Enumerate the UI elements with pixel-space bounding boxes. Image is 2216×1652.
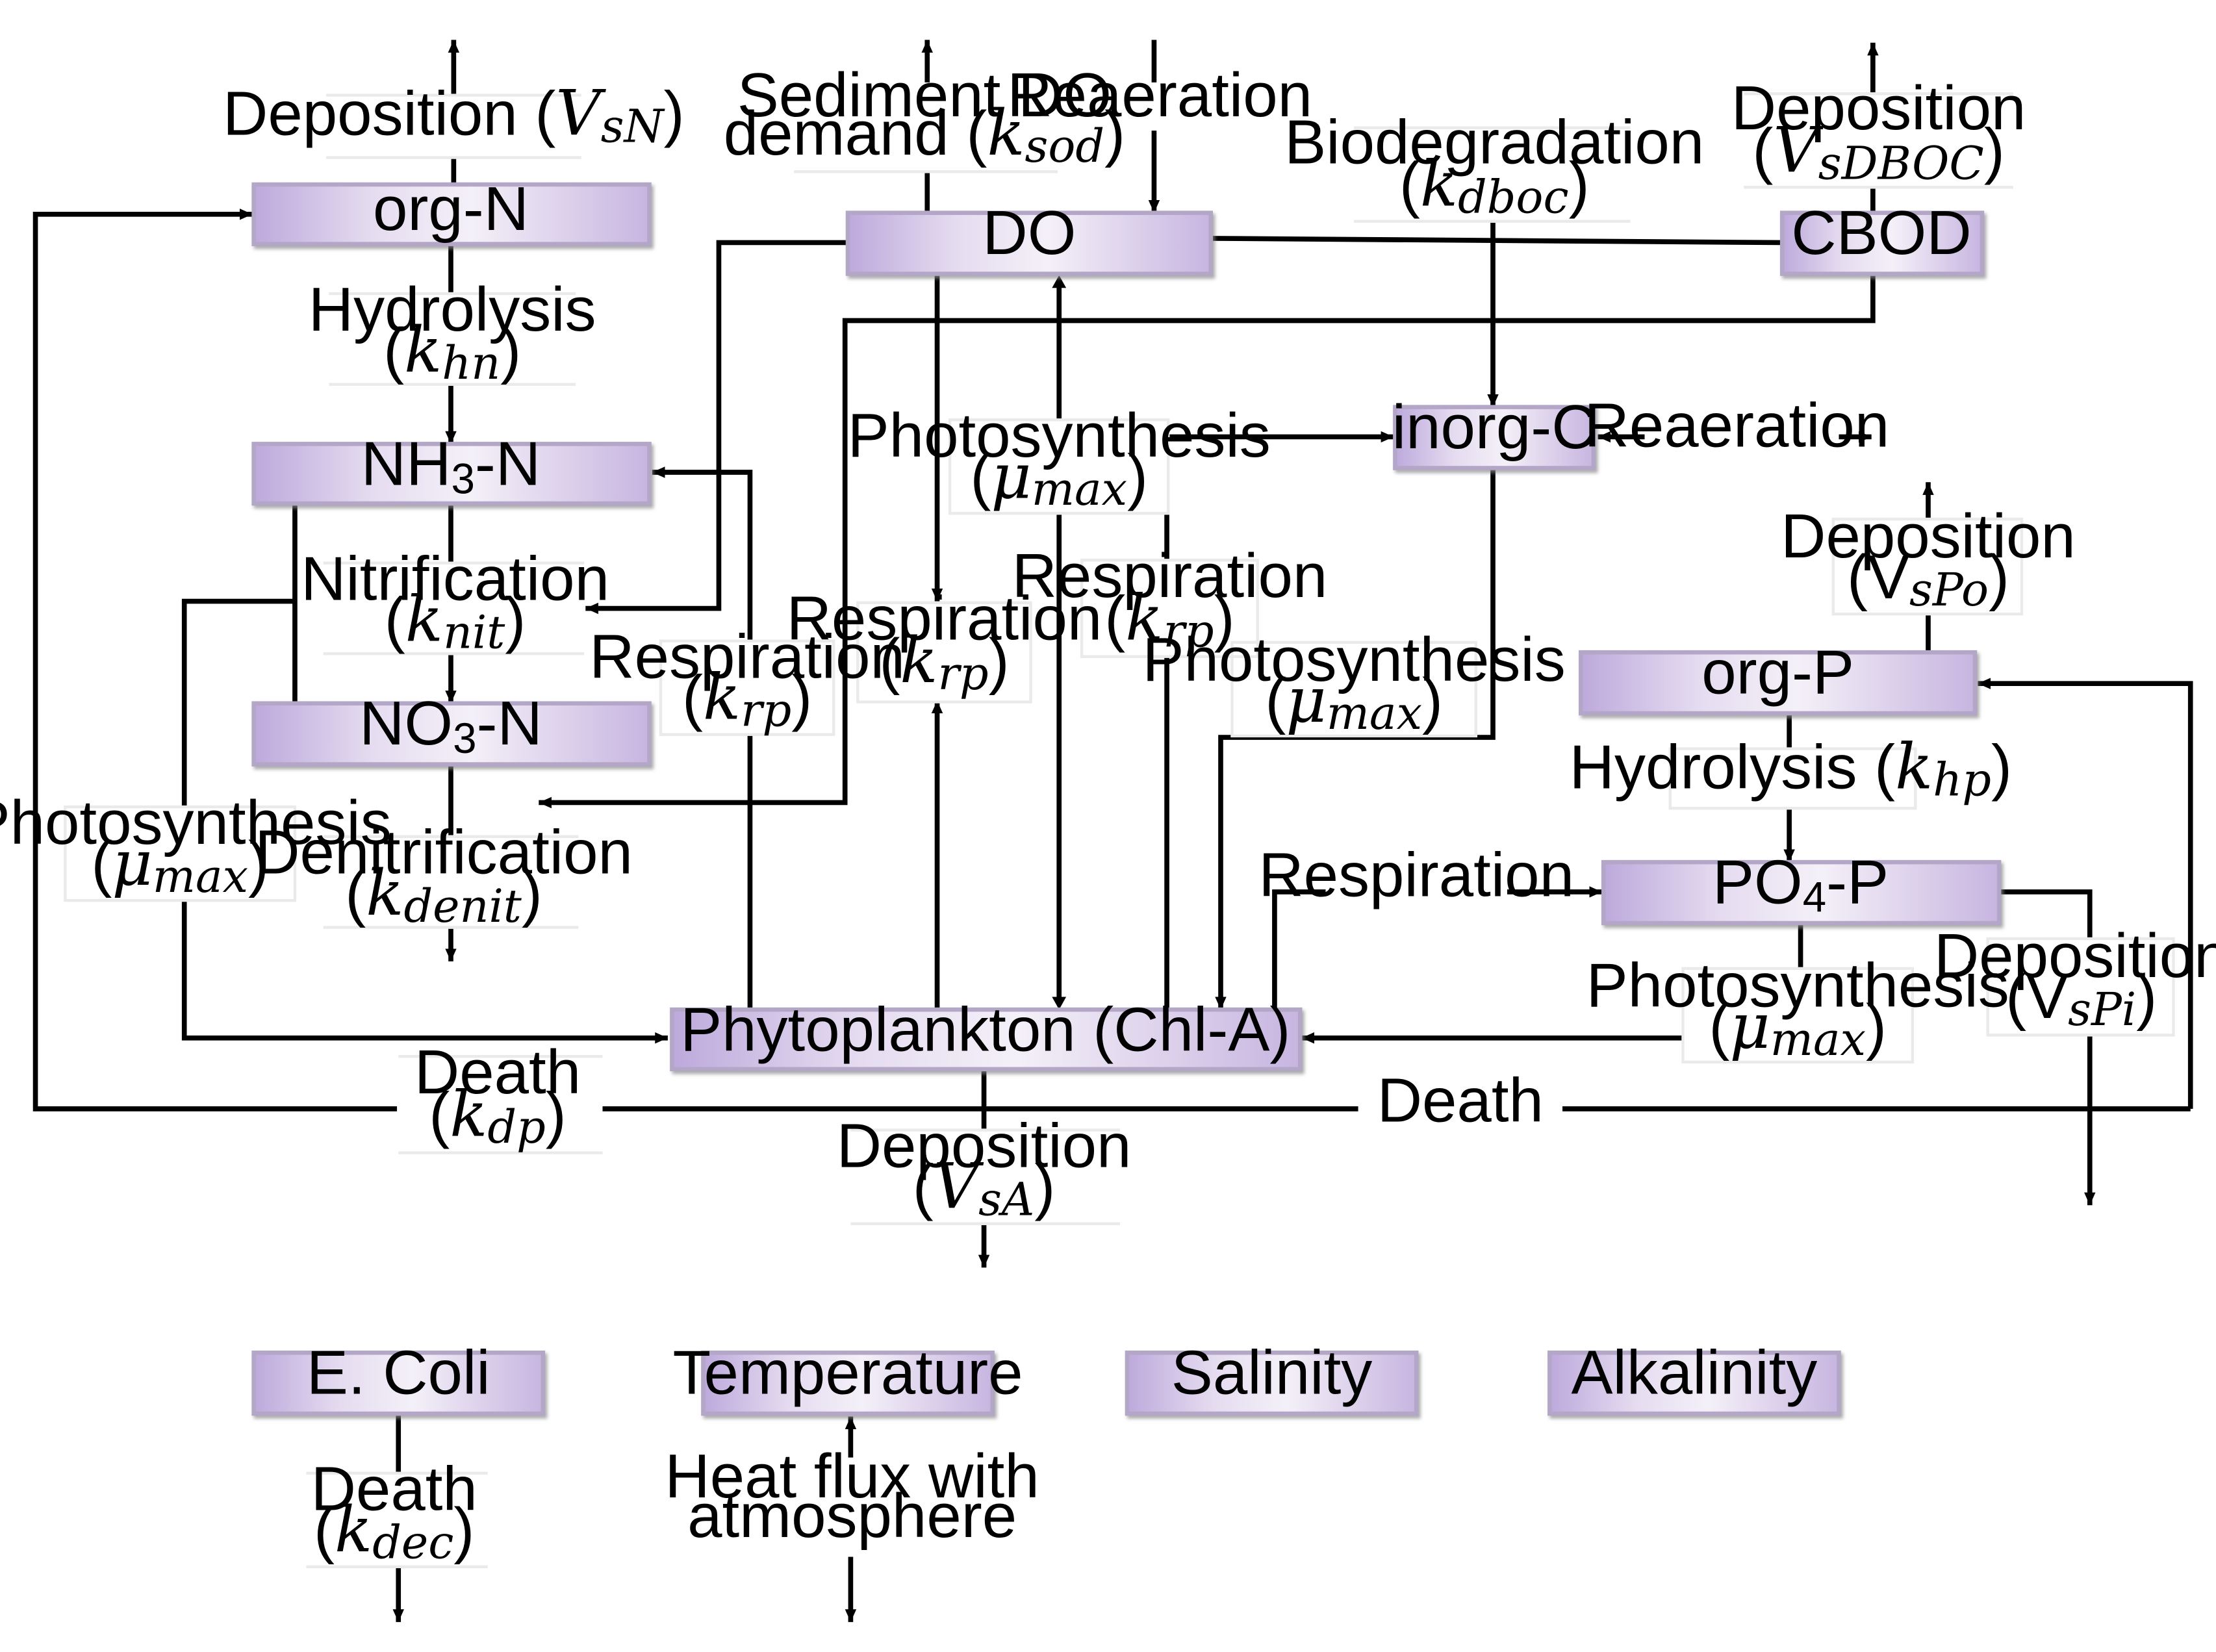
label-respiration-po4: Respiration — [1258, 841, 1574, 910]
label-heat-flux: Heat flux with — [665, 1442, 1039, 1511]
node-org-n-label: org-N — [373, 174, 529, 244]
label-backgrounds — [65, 82, 2174, 1568]
label-separators — [64, 92, 2175, 1568]
label-hydrolysis: Hydrolysis — [309, 275, 596, 344]
label-photosynthesis-po4: Photosynthesis — [1586, 951, 2009, 1021]
label-death-ecoli: Death — [311, 1454, 478, 1523]
node-inorg-c-label: inorg-C — [1392, 392, 1597, 462]
label-nitrification: Nitrification — [301, 544, 609, 613]
label-atmosphere: atmosphere — [687, 1481, 1017, 1551]
node-po4-p — [1601, 859, 2002, 926]
label-reaeration-do: Reaeration — [1007, 60, 1312, 130]
node-nh3-n — [251, 442, 652, 506]
label-death-right: Death — [1377, 1066, 1544, 1136]
node-do — [845, 210, 1213, 276]
label-respiration-center: Respiration — [787, 584, 1102, 654]
node-do-label: DO — [982, 198, 1076, 268]
node-no3-n — [251, 701, 652, 767]
node-salinity — [1125, 1350, 1419, 1416]
label-reaeration-inorg-c: Reaeration — [1585, 391, 1890, 461]
node-phytoplankton-label: Phytoplankton (Chl-A) — [680, 995, 1290, 1064]
node-org-p-label: org-P — [1701, 637, 1854, 707]
node-e-coli — [251, 1350, 546, 1416]
node-alkalinity-label: Alkalinity — [1571, 1338, 1817, 1408]
label-photosynthesis-left: Photosynthesis — [0, 788, 392, 858]
label-photosynthesis-inorg-c: Photosynthesis — [1143, 625, 1566, 694]
node-temperature-label: Temperature — [673, 1338, 1023, 1408]
node-cbod-label: CBOD — [1791, 198, 1971, 268]
label-deposition-org-p: Deposition — [1781, 502, 2076, 571]
node-cbod — [1779, 210, 1985, 276]
node-org-n — [251, 182, 652, 246]
node-org-p — [1579, 650, 1978, 716]
label-respiration-nh3: Respiration — [589, 622, 905, 691]
label-deposition-phyto: Deposition — [837, 1111, 1132, 1180]
label-death-phyto: Death — [414, 1037, 581, 1107]
node-e-coli-label: E. Coli — [307, 1338, 490, 1408]
label-photosynthesis-do: Photosynthesis — [848, 401, 1271, 470]
label-deposition-cbod: Deposition — [1731, 73, 2026, 143]
label-deposition-po4: Deposition — [1934, 921, 2216, 991]
node-salinity-label: Salinity — [1171, 1338, 1373, 1408]
node-inorg-c — [1393, 405, 1596, 470]
label-sediment-do: Sediment DO — [737, 60, 1112, 130]
node-alkalinity — [1547, 1350, 1841, 1416]
node-po4-p-label: PO4-P — [1713, 847, 1889, 921]
label-kdenit: (kdenit) — [345, 857, 542, 933]
label-hydrolysis-khp: Hydrolysis (khp) — [1570, 731, 2012, 807]
label-biodegradation: Biodegradation — [1284, 107, 1704, 177]
label-deposition-vsn: Deposition (VsN) — [223, 77, 685, 153]
node-nh3-n-label: NH3-N — [361, 429, 541, 503]
label-respiration-right: Respiration — [1012, 541, 1328, 611]
process-labels: Deposition (VsN) Hydrolysis (khn) Nitrif… — [0, 60, 2216, 1569]
node-no3-n-label: NO3-N — [359, 689, 542, 762]
label-ksod: demand (ksod) — [724, 97, 1125, 173]
node-temperature — [701, 1350, 995, 1416]
label-krp-center: (krp) — [879, 624, 1009, 700]
label-denitrification: Denitrification — [255, 818, 633, 887]
node-phytoplankton — [670, 1007, 1303, 1072]
